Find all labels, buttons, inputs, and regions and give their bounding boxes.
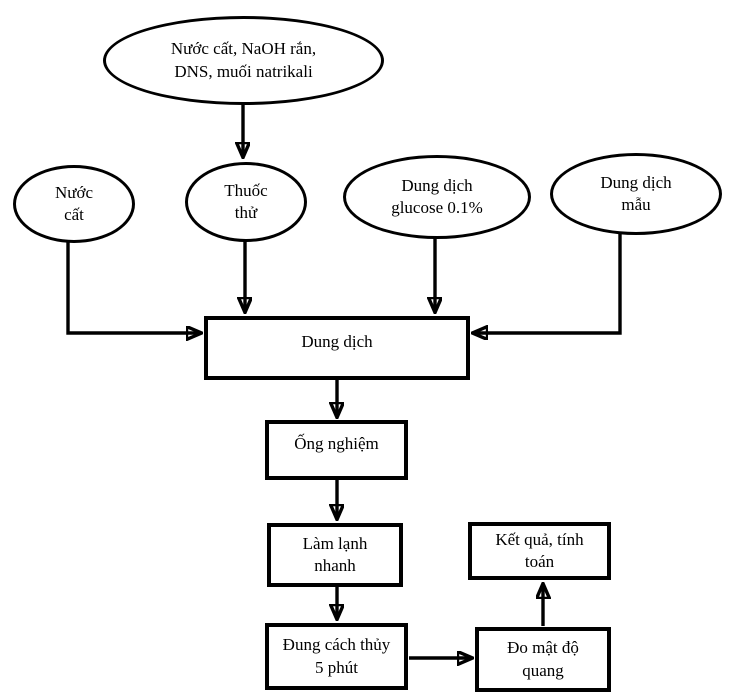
node-dun-cach-thuy-label: Đung cách thủy 5 phút bbox=[282, 635, 391, 677]
node-lam-lanh-label: Làm lạnh nhanh bbox=[302, 533, 368, 575]
node-ong-nghiem-label: Ống nghiệm bbox=[294, 433, 379, 453]
node-ket-qua-label: Kết quả, tính toán bbox=[495, 529, 584, 571]
node-dung-dich-label: Dung dịch bbox=[301, 331, 373, 351]
node-ong-nghiem: Ống nghiệm bbox=[265, 420, 408, 480]
node-dun-cach-thuy: Đung cách thủy 5 phút bbox=[265, 623, 408, 690]
node-nuoc-cat: Nước cất bbox=[13, 165, 135, 243]
node-thuoc-thu-label: Thuốc thử bbox=[224, 180, 268, 222]
node-do-mat-do-label: Đo mật độ quang bbox=[507, 638, 579, 680]
node-ket-qua: Kết quả, tính toán bbox=[468, 522, 611, 580]
node-ingredients-label: Nước cất, NaOH rắn, DNS, muối natrikali bbox=[170, 39, 317, 81]
node-thuoc-thu: Thuốc thử bbox=[185, 162, 307, 242]
node-nuoc-cat-label: Nước cất bbox=[54, 182, 94, 224]
node-glucose: Dung dịch glucose 0.1% bbox=[343, 155, 531, 239]
node-mau: Dung dịch mẫu bbox=[550, 153, 722, 235]
node-dung-dich: Dung dịch bbox=[204, 316, 470, 380]
node-ingredients: Nước cất, NaOH rắn, DNS, muối natrikali bbox=[103, 16, 384, 105]
node-do-mat-do: Đo mật độ quang bbox=[475, 627, 611, 692]
arrow-nuoc-cat-to-dung-dich bbox=[66, 242, 200, 333]
node-lam-lanh: Làm lạnh nhanh bbox=[267, 523, 403, 587]
node-mau-label: Dung dịch mẫu bbox=[600, 172, 672, 214]
node-glucose-label: Dung dịch glucose 0.1% bbox=[391, 175, 483, 217]
arrow-mau-to-dung-dich bbox=[474, 234, 622, 333]
